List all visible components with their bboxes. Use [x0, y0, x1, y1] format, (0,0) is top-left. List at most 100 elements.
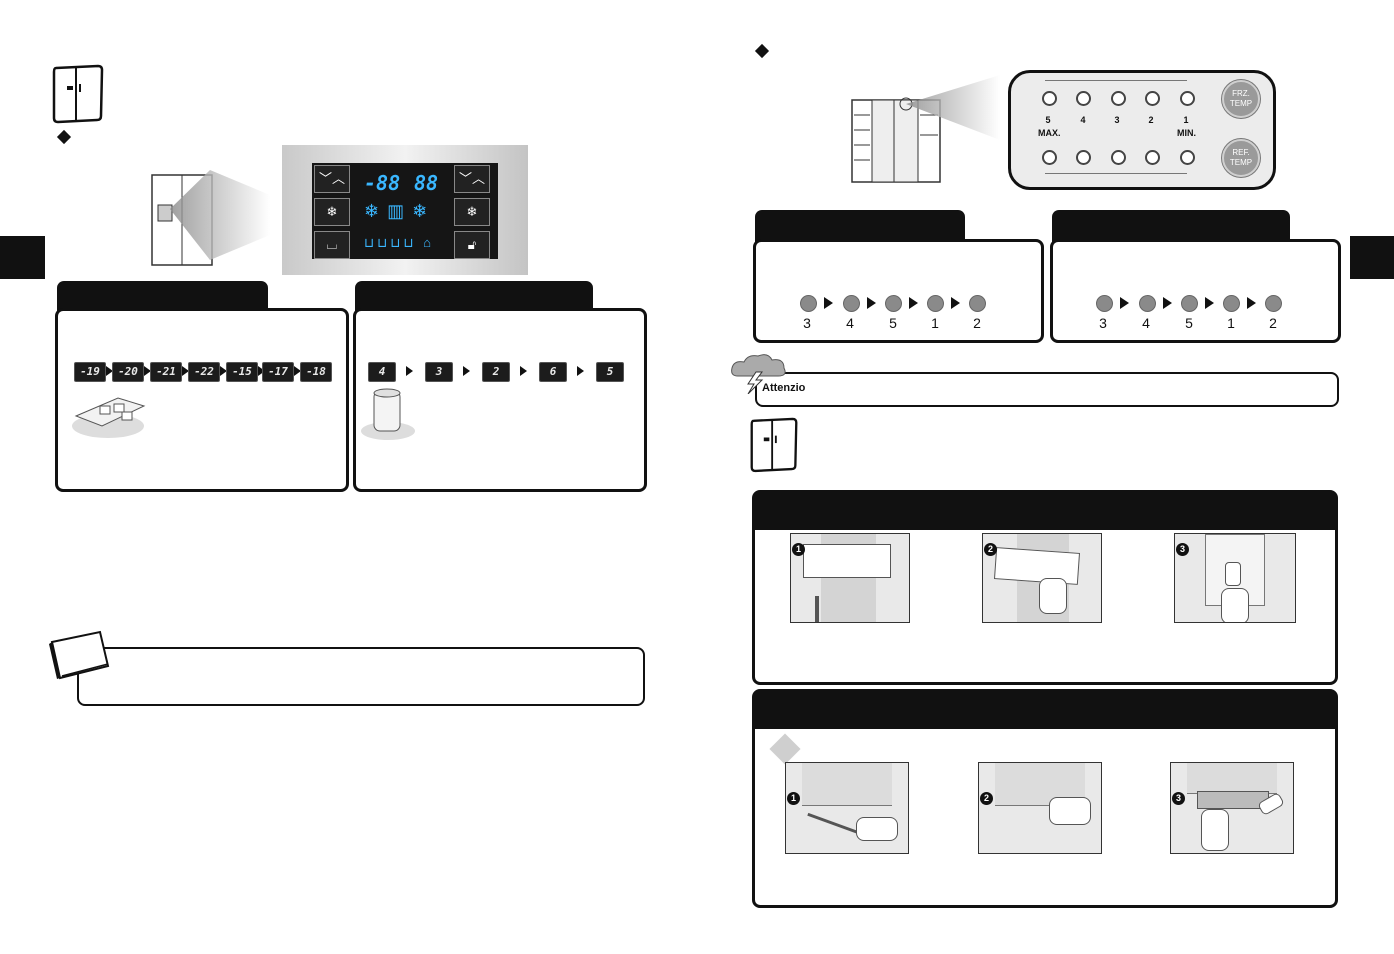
- step-number: 2: [984, 543, 997, 556]
- level-label: 4: [846, 315, 854, 331]
- level-label: 4: [1142, 315, 1150, 331]
- arrow-icon: [106, 366, 113, 376]
- fridge-temp-step: 3: [425, 362, 453, 382]
- level-dot: [1265, 295, 1282, 312]
- fridge-interior-illustration: [851, 75, 1000, 183]
- frz-temp-label: FRZ.: [1232, 89, 1250, 98]
- arrow-icon: [220, 366, 227, 376]
- step-photo: [982, 533, 1102, 623]
- status-icons: ❄▥❄: [364, 201, 436, 221]
- level-dot: [1181, 295, 1198, 312]
- level-number: 4: [1080, 115, 1086, 125]
- arrow-icon: [867, 297, 876, 309]
- arrow-icon: [258, 366, 265, 376]
- freezer-temp-section-box: [753, 239, 1044, 343]
- arrow-icon: [1247, 297, 1256, 309]
- freezer-section-tab: [57, 281, 268, 311]
- freezer-level-led: [1111, 91, 1126, 106]
- fridge-level-led: [1042, 150, 1057, 165]
- fridge-level-led: [1111, 150, 1126, 165]
- water-button[interactable]: ⌴: [314, 231, 350, 259]
- fridge-level-led: [1180, 150, 1195, 165]
- level-dot: [1223, 295, 1240, 312]
- max-label: MAX.: [1038, 128, 1061, 138]
- fridge-icon: [52, 64, 104, 124]
- arrow-icon: [406, 366, 413, 376]
- frz-temp-sub: TEMP: [1229, 99, 1253, 108]
- fridge-temp-step: 2: [482, 362, 510, 382]
- step-photo: [978, 762, 1102, 854]
- left-page-tab: [0, 236, 45, 279]
- right-page-tab: [1350, 236, 1394, 279]
- warning-label: Attenzio: [762, 382, 806, 394]
- ref-temp-button[interactable]: REF. TEMP: [1222, 139, 1260, 177]
- min-label: MIN.: [1177, 128, 1196, 138]
- freezer-temp-step: -20: [112, 362, 144, 382]
- procedure-b-header: [752, 689, 1338, 731]
- level-dot: [1139, 295, 1156, 312]
- fridge-fastcool-button[interactable]: ❄: [454, 198, 490, 226]
- step-number: 2: [980, 792, 993, 805]
- level-label: 1: [1227, 315, 1235, 331]
- level-label: 2: [1269, 315, 1277, 331]
- step-number: 3: [1176, 543, 1189, 556]
- fridge-section-box: [353, 308, 647, 492]
- fridge-temp-step: 5: [596, 362, 624, 382]
- digital-control-panel: ﹀︿ ❄ ⌴ ﹀︿ ❄ 🔓︎ -88 88 ❄▥❄ ⊔⊔⊔⊔ ⌂: [282, 145, 528, 275]
- arrow-icon: [144, 366, 151, 376]
- arrow-icon: [182, 366, 189, 376]
- fridge-temp-step: 4: [368, 362, 396, 382]
- fridge-icon: [750, 417, 798, 473]
- arrow-icon: [577, 366, 584, 376]
- fridge-level-led: [1076, 150, 1091, 165]
- fridge-section-tab: [355, 281, 593, 311]
- freezer-level-led: [1042, 91, 1057, 106]
- step-number: 1: [792, 543, 805, 556]
- procedure-a-header: [752, 490, 1338, 532]
- level-dot: [1096, 295, 1113, 312]
- freezer-temp-step: -21: [150, 362, 182, 382]
- freezer-level-led: [1076, 91, 1091, 106]
- frz-temp-button[interactable]: FRZ. TEMP: [1222, 80, 1260, 118]
- freezer-temp-step: -15: [226, 362, 258, 382]
- freezer-level-led: [1145, 91, 1160, 106]
- fridge-up-down-button[interactable]: ﹀︿: [454, 165, 490, 193]
- step-photo: [1174, 533, 1296, 623]
- freezer-level-led: [1180, 91, 1195, 106]
- arrow-icon: [951, 297, 960, 309]
- bullet-diamond: [754, 43, 770, 59]
- arrow-icon: [909, 297, 918, 309]
- freezer-temp-section-tab: [755, 210, 965, 242]
- arrow-icon: [520, 366, 527, 376]
- level-label: 3: [803, 315, 811, 331]
- arrow-icon: [294, 366, 301, 376]
- dispenser-icons: ⊔⊔⊔⊔ ⌂: [364, 235, 435, 250]
- fridge-level-led: [1145, 150, 1160, 165]
- warning-box: [755, 372, 1339, 407]
- fridge-display: 88: [414, 171, 439, 195]
- level-dot: [927, 295, 944, 312]
- step-photo: [1170, 762, 1294, 854]
- freezer-temp-step: -17: [262, 362, 294, 382]
- level-label: 3: [1099, 315, 1107, 331]
- freezer-display: -88: [364, 171, 401, 195]
- can-illustration: [361, 388, 415, 440]
- level-number: 3: [1114, 115, 1120, 125]
- fridge-illustration: [151, 170, 270, 266]
- arrow-icon: [463, 366, 470, 376]
- freezer-fastfreeze-button[interactable]: ❄: [314, 198, 350, 226]
- level-number: 1: [1183, 115, 1189, 125]
- arrow-icon: [1120, 297, 1129, 309]
- level-label: 5: [889, 315, 897, 331]
- step-photo: [790, 533, 910, 623]
- freezer-temp-step: -19: [74, 362, 106, 382]
- freezer-up-down-button[interactable]: ﹀︿: [314, 165, 350, 193]
- level-dot: [885, 295, 902, 312]
- level-dot: [800, 295, 817, 312]
- level-label: 5: [1185, 315, 1193, 331]
- fridge-temp-section-box: [1050, 239, 1341, 343]
- freezer-temp-step: -18: [300, 362, 332, 382]
- arrow-icon: [1163, 297, 1172, 309]
- freezer-temp-step: -22: [188, 362, 220, 382]
- lock-button[interactable]: 🔓︎: [454, 231, 490, 259]
